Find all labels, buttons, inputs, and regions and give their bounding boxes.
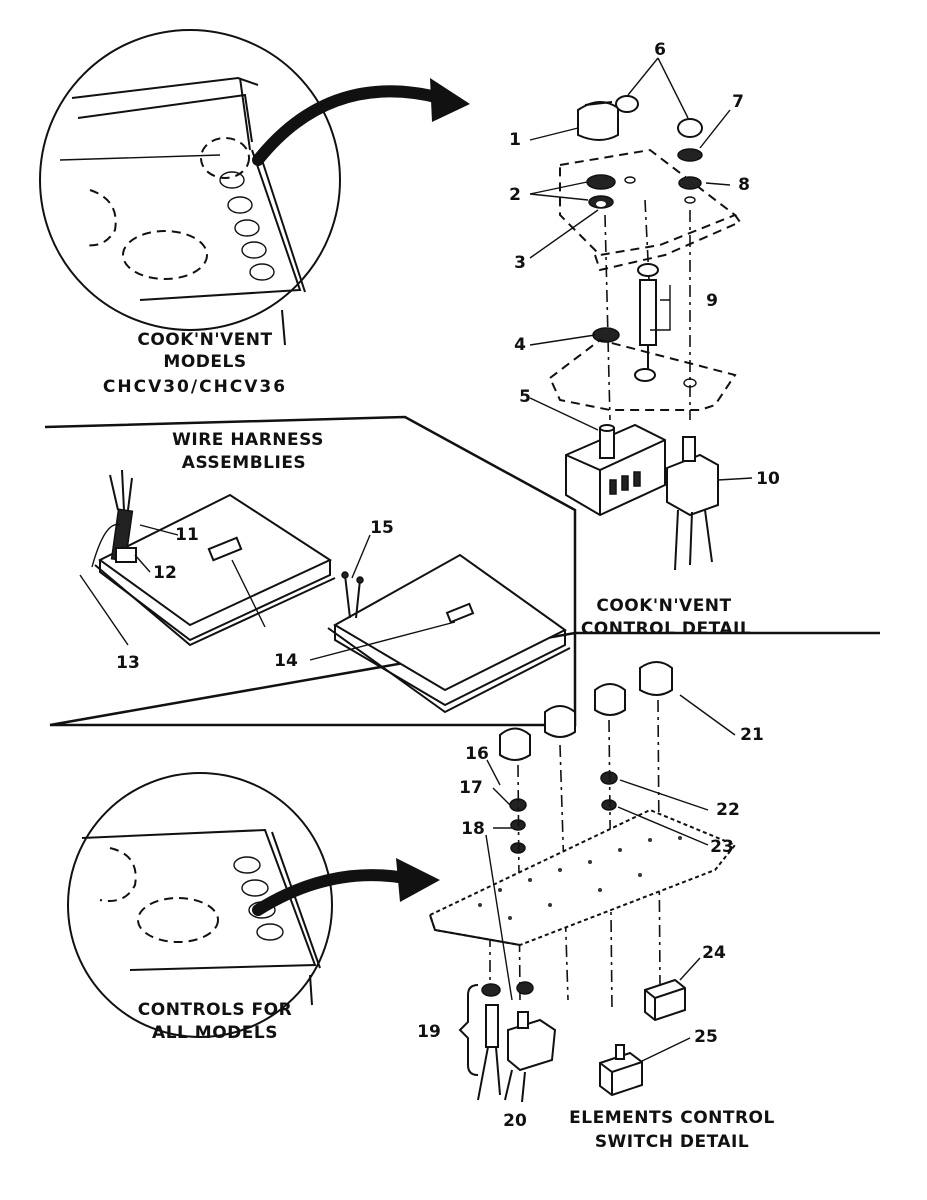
callout-14: 14 <box>274 651 298 671</box>
caption-cookvent-models-2: MODELS <box>163 352 246 372</box>
callout-5: 5 <box>519 387 531 407</box>
caption-wire-harness-2: ASSEMBLIES <box>182 453 306 473</box>
cookvent-control-detail <box>548 95 742 571</box>
callout-7: 7 <box>732 92 744 112</box>
caption-cookvent-control-2: CONTROL DETAIL <box>581 619 751 639</box>
callout-25: 25 <box>694 1027 718 1047</box>
callout-1: 1 <box>509 130 521 150</box>
caption-elements-control: ELEMENTS CONTROL <box>569 1108 775 1128</box>
callout-16: 16 <box>465 744 489 764</box>
harness-panel-right <box>327 553 571 714</box>
callout-3: 3 <box>514 253 526 273</box>
callout-19: 19 <box>417 1022 441 1042</box>
caption-elements-control-2: SWITCH DETAIL <box>595 1132 749 1152</box>
caption-controls-all: CONTROLS FOR <box>138 1000 292 1020</box>
wire-harness-frame <box>44 415 880 727</box>
callout-9: 9 <box>706 291 718 311</box>
callout-20: 20 <box>503 1111 527 1131</box>
controls-cooktop-view <box>67 772 333 1038</box>
callout-2: 2 <box>509 185 521 205</box>
caption-controls-all-2: ALL MODELS <box>152 1023 278 1043</box>
caption-wire-harness: WIRE HARNESS <box>172 430 324 450</box>
callout-23: 23 <box>710 837 734 857</box>
callout-11: 11 <box>175 525 199 545</box>
callout-10: 10 <box>756 469 780 489</box>
callout-22: 22 <box>716 800 740 820</box>
callout-13: 13 <box>116 653 140 673</box>
caption-cookvent-models: COOK'N'VENT <box>137 330 272 350</box>
callout-numbers: 1 2 3 4 5 6 7 8 9 10 11 12 13 14 15 16 1… <box>116 40 780 1131</box>
callout-12: 12 <box>153 563 177 583</box>
callout-21: 21 <box>740 725 764 745</box>
callout-4: 4 <box>514 335 526 355</box>
callout-8: 8 <box>738 175 750 195</box>
harness-panel-left <box>94 469 336 647</box>
callout-6: 6 <box>654 40 666 60</box>
caption-model-numbers: CHCV30/CHCV36 <box>103 377 287 397</box>
callout-15: 15 <box>370 518 394 538</box>
arrow-to-control-detail <box>252 78 470 166</box>
callout-18: 18 <box>461 819 485 839</box>
callout-24: 24 <box>702 943 726 963</box>
elements-switch-detail <box>428 661 737 1103</box>
arrow-to-switch-detail <box>252 858 440 916</box>
caption-cookvent-control: COOK'N'VENT <box>596 596 731 616</box>
cookvent-cooktop-view <box>39 29 341 346</box>
callout-17: 17 <box>459 778 483 798</box>
